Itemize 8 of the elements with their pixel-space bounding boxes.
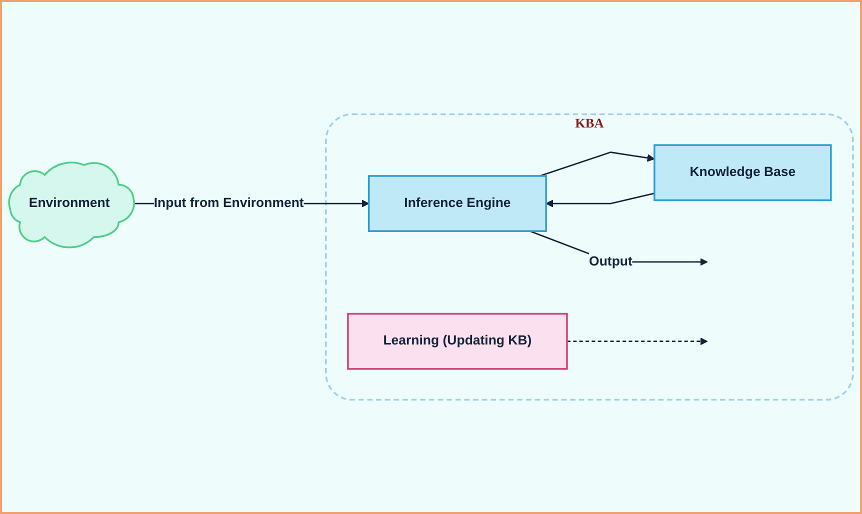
node-box: Inference Engine [368,175,547,232]
edge-label: Output [589,254,632,269]
node-box: Learning (Updating KB) [347,312,568,370]
edge-label: Input from Environment [154,195,304,210]
node-box: Knowledge Base [654,144,832,202]
arrow [540,152,655,177]
arrow [566,337,708,346]
arrow [546,192,655,208]
